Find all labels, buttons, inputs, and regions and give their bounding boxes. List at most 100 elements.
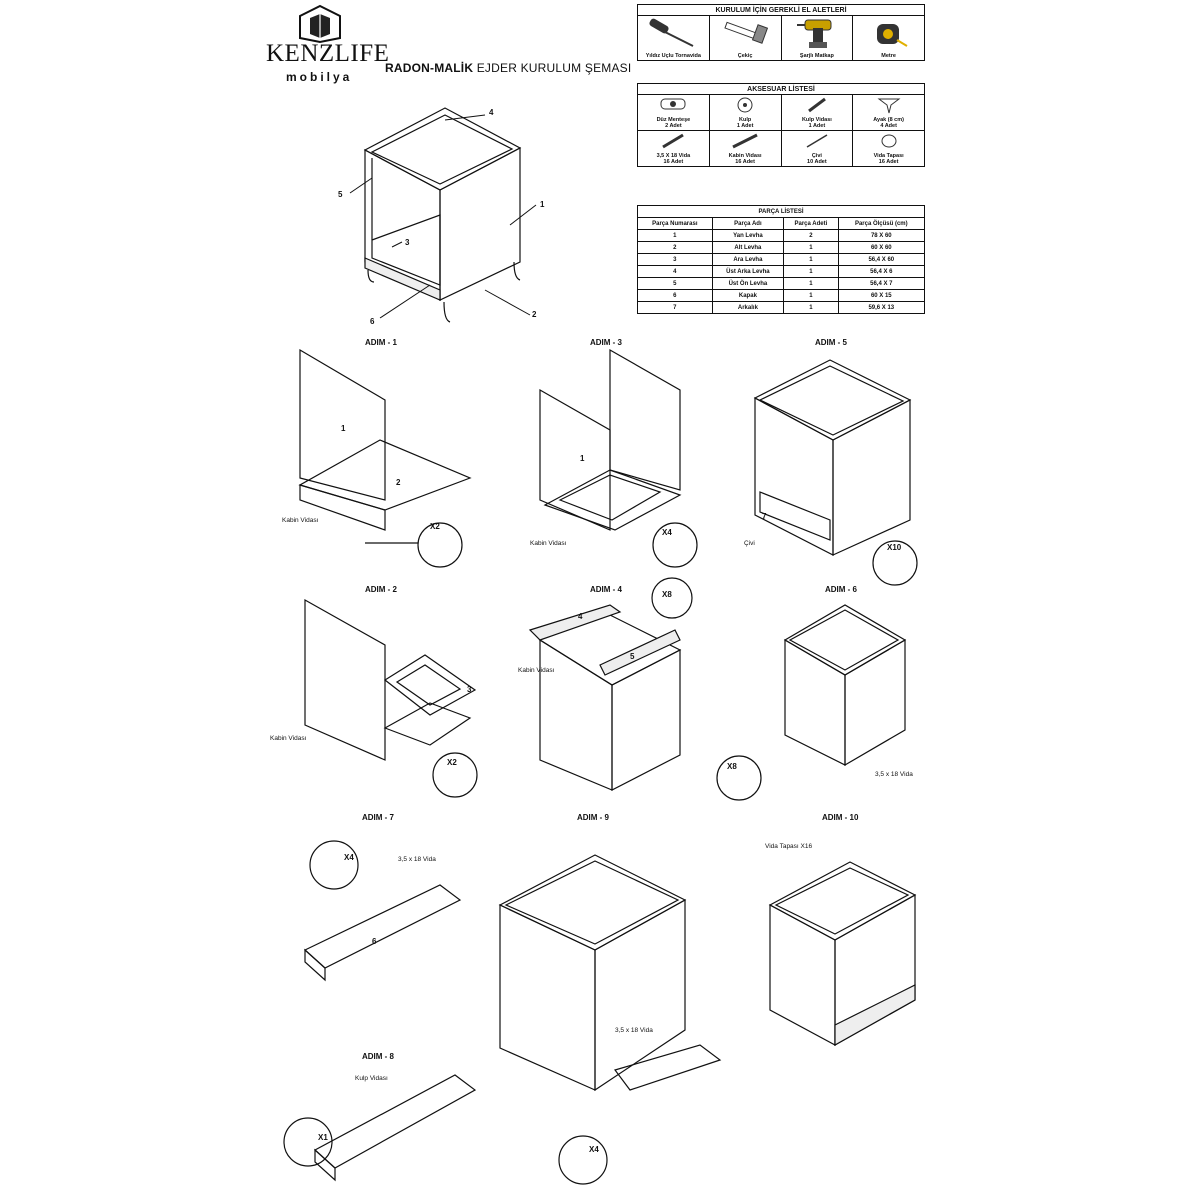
parts-table: PARÇA LİSTESİ Parça Numarası Parça Adı P… xyxy=(637,205,926,314)
title-main: RADON-MALİK xyxy=(385,61,474,75)
step8-drawing xyxy=(283,1074,477,1182)
hinge-icon xyxy=(660,98,686,110)
step2-drawing xyxy=(304,598,478,798)
accessory-qty: 1 Adet xyxy=(808,123,826,129)
accessory-cabinet-screw: Kabin Vidası 16 Adet xyxy=(708,130,782,167)
step3-part-1: 1 xyxy=(580,454,585,463)
overview-label-4: 4 xyxy=(489,108,494,117)
step6-screw-label: 3,5 x 18 Vida xyxy=(875,771,913,778)
accessory-name: Kabin Vidası xyxy=(728,153,762,159)
accessory-qty: 16 Adet xyxy=(735,159,755,165)
step-title-3: ADIM - 3 xyxy=(590,338,622,347)
step4-cabinet-screw-label: Kabin Vidası xyxy=(518,667,555,674)
tool-label: Metre xyxy=(881,53,896,59)
accessory-hinge: Düz Menteşe 2 Adet xyxy=(637,94,710,131)
overview-label-1: 1 xyxy=(540,200,545,209)
step-title-10: ADIM - 10 xyxy=(822,813,859,822)
step3-drawing xyxy=(539,348,698,568)
step-title-8: ADIM - 8 xyxy=(362,1052,394,1061)
title-rest: EJDER KURULUM ŞEMASI xyxy=(473,61,632,75)
step7-drawing xyxy=(303,840,462,982)
brand-logo-icon xyxy=(299,4,341,44)
step7-qty: X4 xyxy=(344,853,354,862)
step9-screw-label: 3,5 x 18 Vida xyxy=(615,1027,653,1034)
step1-part-2: 2 xyxy=(396,478,401,487)
step-title-6: ADIM - 6 xyxy=(825,585,857,594)
overview-label-3: 3 xyxy=(405,238,410,247)
accessory-name: 3,5 X 18 Vida xyxy=(656,153,691,159)
step1-drawing xyxy=(298,348,472,568)
screwdriver-icon xyxy=(649,18,694,47)
step1-part-1: 1 xyxy=(341,424,346,433)
accessory-name: Ayak (8 cm) xyxy=(873,117,904,123)
step2-qty: X2 xyxy=(447,758,457,767)
accessory-name: Kulp Vidası xyxy=(801,117,832,123)
overview-leader-lines xyxy=(349,114,537,319)
accessory-name: Düz Menteşe xyxy=(656,117,691,123)
step10-cap-label: Vida Tapası X16 xyxy=(765,843,813,850)
accessory-qty: 16 Adet xyxy=(663,159,684,165)
step8-knob-screw-label: Kulp Vidası xyxy=(355,1075,388,1082)
accessory-qty: 4 Adet xyxy=(880,123,897,129)
overview-cabinet xyxy=(363,107,522,323)
step1-cabinet-screw-label: Kabin Vidası xyxy=(282,517,319,524)
step5-nail-label: Çivi xyxy=(744,540,755,547)
step-title-2: ADIM - 2 xyxy=(365,585,397,594)
brand-name: KENZLIFE xyxy=(266,40,390,67)
step5-part-7: 7 xyxy=(762,512,767,521)
step9-qty: X4 xyxy=(589,1145,599,1154)
step5-qty: X10 xyxy=(887,543,902,552)
accessory-screw-3518: 3,5 X 18 Vida 16 Adet xyxy=(637,130,710,167)
accessory-name: Kulp xyxy=(739,117,752,123)
tool-hammer: Çekiç xyxy=(708,15,782,61)
tool-screwdriver: Yıldız Uçlu Tornavida xyxy=(637,15,710,61)
accessory-screw-cap: Vida Tapası 16 Adet xyxy=(852,130,925,167)
screw-icon xyxy=(662,133,685,149)
step-title-4: ADIM - 4 xyxy=(590,585,622,594)
knob-icon xyxy=(737,97,753,113)
step2-cabinet-screw-label: Kabin Vidası xyxy=(270,735,307,742)
step7-part-6: 6 xyxy=(372,937,377,946)
accessory-name: Çivi xyxy=(811,153,822,159)
screw-cap-icon xyxy=(881,134,897,148)
accessory-leg: Ayak (8 cm) 4 Adet xyxy=(852,94,925,131)
nail-icon xyxy=(806,134,828,148)
cabinet-screw-icon xyxy=(732,133,758,149)
accessory-qty: 1 Adet xyxy=(736,123,754,129)
accessory-qty: 16 Adet xyxy=(878,159,899,165)
brand-tagline: mobilya xyxy=(286,70,353,84)
tool-tape: Metre xyxy=(852,15,925,61)
tool-label: Şarjlı Matkap xyxy=(799,53,834,59)
step3-cabinet-screw-label: Kabin Vidası xyxy=(530,540,567,547)
page-title: RADON-MALİK EJDER KURULUM ŞEMASI xyxy=(385,61,631,75)
drill-icon xyxy=(796,19,832,48)
step4-drawing xyxy=(528,577,693,791)
step1-qty: X2 xyxy=(430,522,440,531)
overview-label-6: 6 xyxy=(370,317,375,326)
accessory-name: Vida Tapası xyxy=(873,153,904,159)
accessory-nail: Çivi 10 Adet xyxy=(780,130,854,167)
tool-label: Yıldız Uçlu Tornavida xyxy=(645,53,701,59)
step7-screw-label: 3,5 x 18 Vida xyxy=(398,856,436,863)
step-title-1: ADIM - 1 xyxy=(365,338,397,347)
screw-icon xyxy=(807,97,826,113)
step-title-7: ADIM - 7 xyxy=(362,813,394,822)
step-title-5: ADIM - 5 xyxy=(815,338,847,347)
step9-drawing xyxy=(498,854,722,1185)
tools-table: KURULUM İÇİN GEREKLİ EL ALETLERİ Yıldız … xyxy=(637,4,925,61)
step6-drawing xyxy=(716,604,907,801)
leg-icon xyxy=(877,98,901,114)
step8-qty: X1 xyxy=(318,1133,328,1142)
tool-label: Çekiç xyxy=(737,53,753,59)
step3-qty: X4 xyxy=(662,528,672,537)
accessory-qty: 2 Adet xyxy=(665,123,682,129)
step-title-9: ADIM - 9 xyxy=(577,813,609,822)
accessory-knob-screw: Kulp Vidası 1 Adet xyxy=(780,94,854,131)
step5-drawing xyxy=(753,359,918,586)
accessories-table: AKSESUAR LİSTESİ Düz Menteşe 2 Adet Kulp… xyxy=(637,83,925,167)
step6-qty: X8 xyxy=(727,762,737,771)
step4-qty: X8 xyxy=(662,590,672,599)
